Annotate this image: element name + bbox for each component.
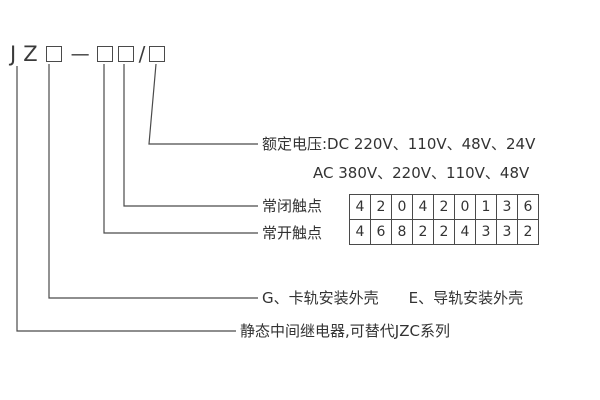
model-code: JZ — / — [10, 42, 166, 66]
table-cell: 6 — [371, 220, 392, 245]
model-box-shell — [45, 46, 62, 62]
model-box-voltage — [149, 46, 166, 62]
model-dash: — — [70, 43, 90, 65]
table-cell: 2 — [371, 195, 392, 220]
table-cell: 2 — [434, 195, 455, 220]
model-slash: / — [138, 42, 146, 66]
table-cell: 4 — [350, 220, 371, 245]
table-cell: 8 — [392, 220, 413, 245]
no-contacts-label: 常开触点 — [262, 224, 323, 242]
shell-option-g: G、卡轨安装外壳 — [262, 289, 379, 307]
table-cell: 0 — [455, 195, 476, 220]
table-cell: 0 — [392, 195, 413, 220]
table-cell: 2 — [413, 220, 434, 245]
leader-line-series — [16, 66, 236, 332]
table-cell: 3 — [497, 220, 518, 245]
model-box-nc-contacts — [117, 46, 134, 62]
table-cell: 4 — [455, 220, 476, 245]
table-cell: 4 — [413, 195, 434, 220]
table-cell: 2 — [434, 220, 455, 245]
table-cell: 6 — [518, 195, 539, 220]
table-cell: 2 — [518, 220, 539, 245]
shell-options-label: G、卡轨安装外壳 E、导轨安装外壳 — [262, 289, 523, 307]
table-cell: 4 — [350, 195, 371, 220]
leader-line-shell — [48, 64, 258, 299]
table-cell: 3 — [476, 220, 497, 245]
table-cell: 3 — [497, 195, 518, 220]
rated-voltage-ac-label: AC 380V、220V、110V、48V — [313, 164, 530, 182]
leader-line-voltage — [148, 63, 258, 145]
series-description-label: 静态中间继电器,可替代JZC系列 — [240, 322, 450, 340]
table-cell: 1 — [476, 195, 497, 220]
leader-line-nc-contacts — [123, 64, 258, 207]
shell-option-e: E、导轨安装外壳 — [408, 289, 524, 307]
leader-line-no-contacts — [103, 64, 258, 234]
model-box-no-contacts — [96, 46, 113, 62]
model-prefix: JZ — [10, 42, 45, 66]
nc-contacts-label: 常闭触点 — [262, 197, 323, 215]
contact-combination-table: 4 2 0 4 2 0 1 3 6 4 6 8 2 2 4 3 3 2 — [349, 194, 539, 245]
rated-voltage-dc-label: 额定电压:DC 220V、110V、48V、24V — [262, 135, 536, 153]
